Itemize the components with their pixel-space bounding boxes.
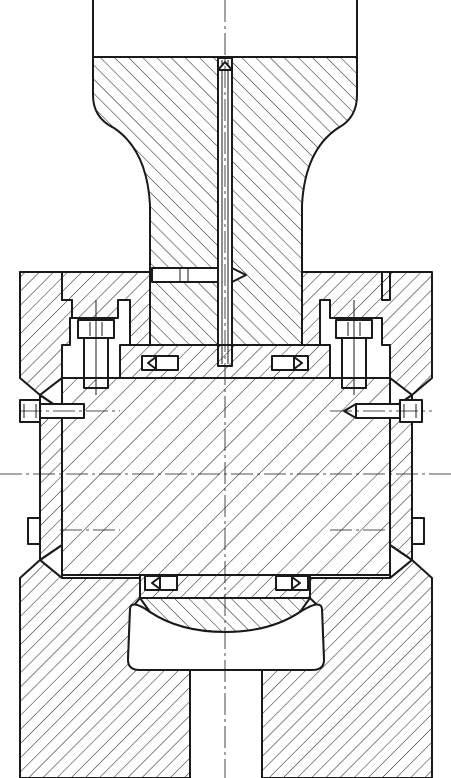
radial-set-screw bbox=[151, 267, 247, 283]
upper-seal-grooves bbox=[141, 355, 309, 371]
contact-faces bbox=[62, 377, 390, 576]
right-housing-cap bbox=[381, 271, 391, 301]
lower-shaft bbox=[189, 670, 263, 778]
lower-cavity bbox=[127, 603, 325, 671]
right-lower-screw-head bbox=[411, 517, 425, 545]
right-housing-section bbox=[301, 271, 433, 396]
left-lower-screw-head bbox=[27, 517, 41, 545]
main-roller-section bbox=[61, 377, 391, 576]
left-end-plate bbox=[39, 394, 63, 561]
lower-seal-grooves bbox=[144, 575, 309, 591]
left-housing-lower bbox=[19, 271, 73, 396]
